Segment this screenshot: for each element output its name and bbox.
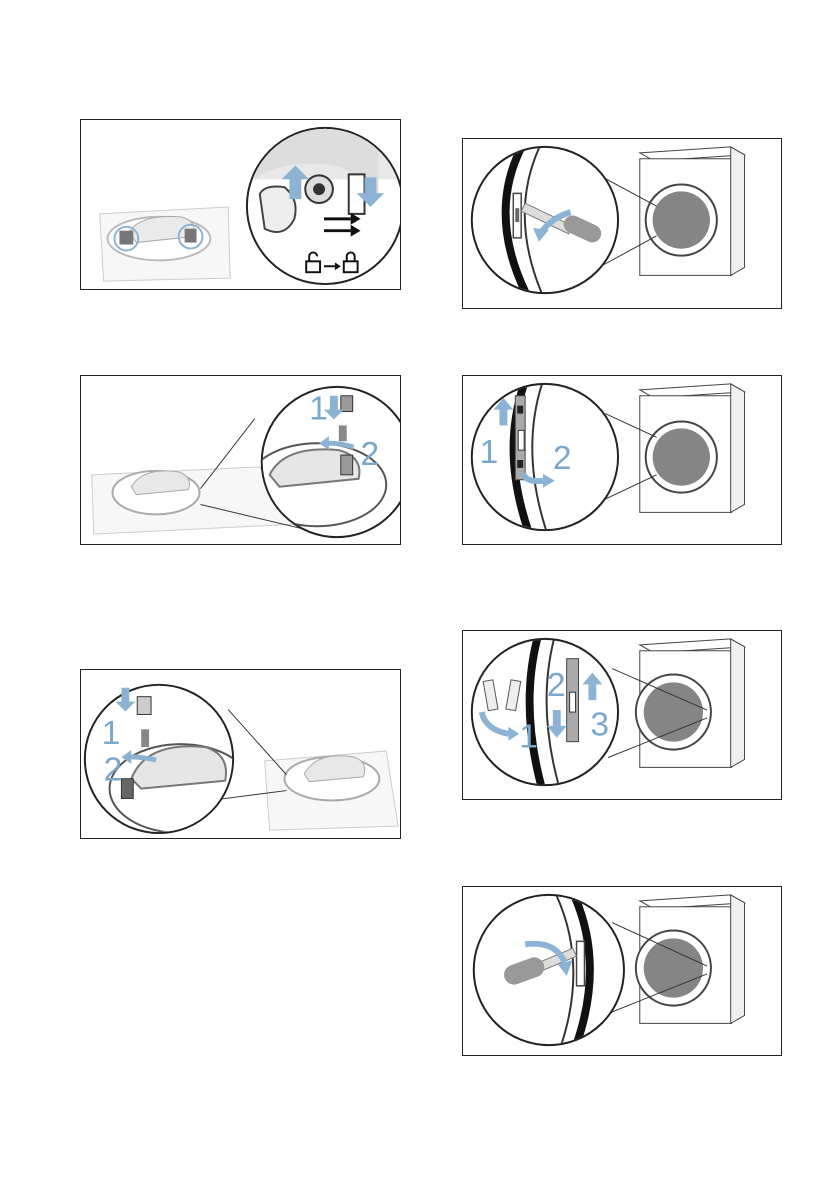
step-number-2: 2 (104, 752, 123, 789)
figure-refit-hinge-screw: 1 2 (80, 669, 401, 839)
figure-remove-hinge-screw: 1 2 (80, 375, 401, 545)
step-number-1: 1 (480, 434, 499, 471)
figure-5-illustration: 1 2 (463, 376, 781, 544)
step-number-1: 1 (519, 719, 538, 756)
step-number-2: 2 (361, 436, 380, 473)
figure-6-illustration: 1 2 3 (463, 631, 781, 799)
step-number-1: 1 (102, 715, 121, 752)
figure-swap-door-hinge: 1 2 3 (462, 630, 782, 800)
figure-lock-door-hinge (80, 119, 401, 290)
step-number-3: 3 (590, 707, 609, 744)
figure-tighten-door-screw (462, 886, 782, 1056)
figure-7-illustration (463, 887, 781, 1055)
figure-2-illustration: 1 2 (81, 376, 400, 544)
step-number-1: 1 (309, 390, 328, 427)
figure-remove-door-hinge: 1 2 (462, 375, 782, 545)
figure-1-illustration (81, 120, 400, 289)
step-number-2: 2 (547, 667, 566, 704)
figure-4-illustration (463, 139, 781, 308)
step-number-2: 2 (553, 440, 572, 477)
figure-3-illustration: 1 2 (81, 670, 400, 838)
figure-loosen-door-screw (462, 138, 782, 309)
